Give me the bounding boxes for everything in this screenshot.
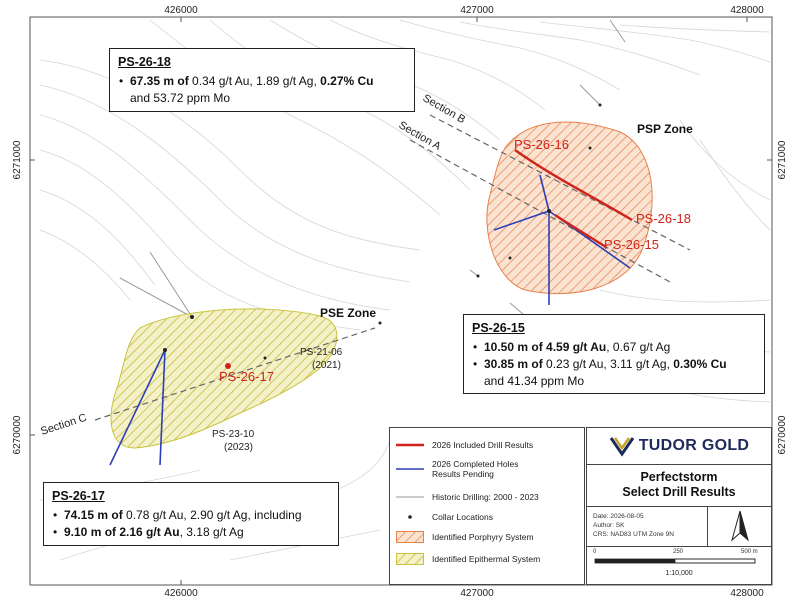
callout-intercept: 74.15 m of 0.78 g/t Au, 2.90 g/t Ag, inc… [53,507,330,524]
hole-label-ps-26-17: PS-26-17 [219,369,274,384]
north-arrow-box [707,506,772,546]
callout-intercept: 30.85 m of 0.23 g/t Au, 3.11 g/t Ag, 0.3… [473,356,756,390]
legend-item-epithermal: Identified Epithermal System [396,552,540,566]
porphyry-system-polygon [486,121,653,295]
callout-intercept: 9.10 m of 2.16 g/t Au, 3.18 g/t Ag [53,524,330,541]
gray-line-icon [396,491,424,503]
hole-label-ps-26-15: PS-26-15 [604,237,659,252]
hole-label-ps-26-18: PS-26-18 [636,211,691,226]
y-tick-label-right-2: 6270000 [777,415,788,454]
x-tick-label-top-1: 426000 [164,5,198,16]
legend-item-collar: Collar Locations [396,510,493,524]
y-tick-label-left-1: 6271000 [12,140,23,179]
hole-label-ps-21-06-year: (2021) [312,360,341,371]
pending-drill-traces [109,174,631,466]
hole-label-ps-21-06: PS-21-06 [300,347,343,358]
map-title-line-2: Select Drill Results [622,485,736,499]
map-legend: 2026 Included Drill Results 2026 Complet… [389,427,585,585]
scale-ratio: 1:10,000 [665,570,693,577]
y-tick-label-left-2: 6270000 [12,415,23,454]
callout-ps-26-17: PS-26-17 74.15 m of 0.78 g/t Au, 2.90 g/… [43,482,339,546]
section-lines [94,114,691,421]
tudor-gold-logo-icon [609,437,634,457]
red-line-icon [396,439,424,451]
legend-item-historic: Historic Drilling: 2000 - 2023 [396,490,539,504]
map-date: Date: 2026-08-05 [593,513,644,520]
callout-intercept: 10.50 m of 4.59 g/t Au, 0.67 g/t Ag [473,339,756,356]
callout-hole-id: PS-26-17 [52,489,105,503]
ps-26-17-collar [225,363,231,369]
collar-dot-icon [396,511,424,523]
x-tick-label-bottom-3: 428000 [730,588,764,599]
callout-hole-id: PS-26-18 [118,55,171,69]
collar-markers [163,103,602,360]
scale-bar-graphic [594,558,756,564]
scale-bar: 0 250 500 m 1:10,000 [587,546,771,584]
blue-line-icon [396,463,424,475]
psp-zone-label: PSP Zone [637,122,693,136]
x-tick-label-bottom-2: 427000 [460,588,494,599]
legend-item-porphyry: Identified Porphyry System [396,530,534,544]
north-arrow-icon [731,510,749,542]
hole-label-ps-23-10: PS-23-10 [212,429,255,440]
map-crs: CRS: NAD83 UTM Zone 9N [593,531,674,538]
map-author: Author: SK [593,522,625,529]
map-metadata: Date: 2026-08-05 Author: SK CRS: NAD83 U… [587,506,771,547]
y-tick-label-right-1: 6271000 [777,140,788,179]
map-title-line-1: Perfectstorm [640,470,718,484]
pse-zone-label: PSE Zone [320,306,376,320]
orange-hatch-icon [396,531,424,543]
x-tick-label-top-3: 428000 [730,5,764,16]
x-tick-label-bottom-1: 426000 [164,588,198,599]
callout-ps-26-18: PS-26-18 67.35 m of 0.34 g/t Au, 1.89 g/… [109,48,415,112]
scale-label-end: 500 m [741,549,758,555]
callout-ps-26-15: PS-26-15 10.50 m of 4.59 g/t Au, 0.67 g/… [463,314,765,394]
yellow-hatch-icon [396,553,424,565]
scale-label-mid: 250 [673,549,684,555]
map-title: Perfectstorm Select Drill Results [587,464,771,507]
logo-text: TUDOR GOLD [638,437,750,454]
x-tick-label-top-2: 427000 [460,5,494,16]
callout-hole-id: PS-26-15 [472,321,525,335]
scale-label-0: 0 [593,549,597,555]
epithermal-system-polygon [110,308,338,449]
included-drill-traces [514,149,633,249]
legend-item-included: 2026 Included Drill Results [396,438,533,452]
hole-label-ps-26-16: PS-26-16 [514,137,569,152]
hole-label-ps-23-10-year: (2023) [224,442,253,453]
callout-intercept: 67.35 m of 0.34 g/t Au, 1.89 g/t Ag, 0.2… [119,73,406,107]
company-logo: TUDOR GOLD [587,428,771,465]
title-block: TUDOR GOLD Perfectstorm Select Drill Res… [586,427,772,585]
